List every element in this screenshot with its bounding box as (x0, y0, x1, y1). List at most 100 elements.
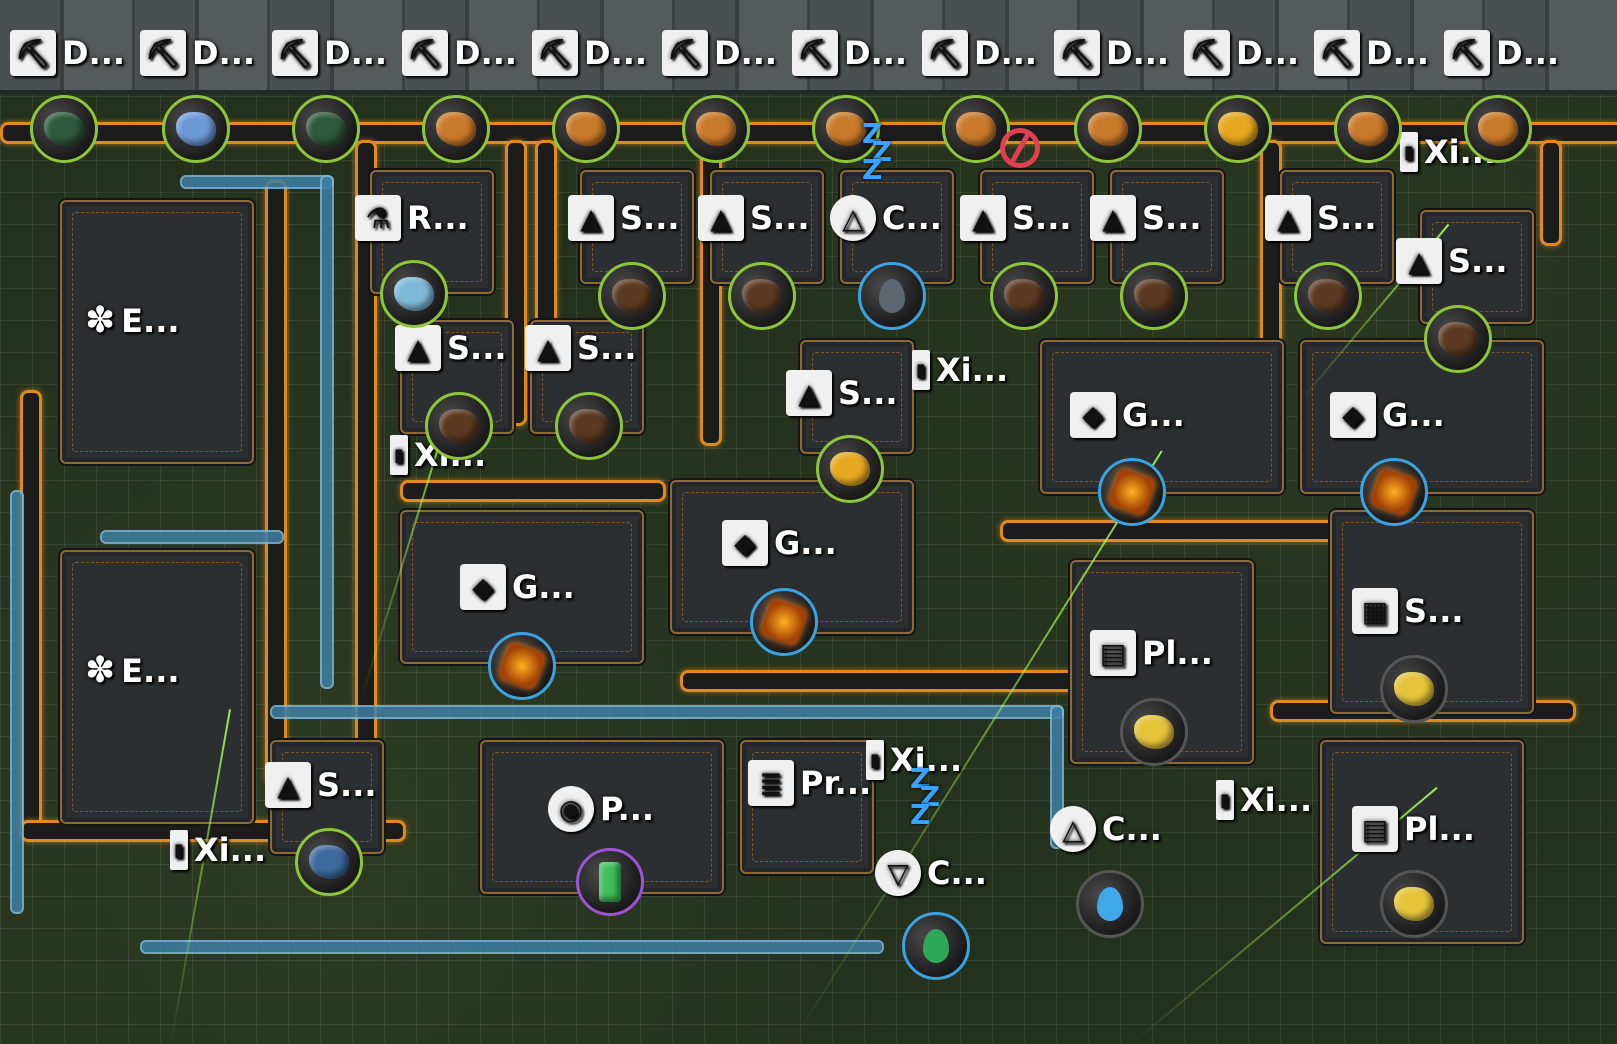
engine-machine[interactable] (60, 200, 254, 464)
copper-ore-icon (422, 95, 490, 163)
extractor-label[interactable]: ▮Xi... (912, 350, 1008, 390)
grinder-label[interactable]: ◆G... (1070, 392, 1185, 438)
grinder-label[interactable]: ◆G... (460, 564, 575, 610)
press-icon: ◉ (548, 786, 594, 832)
extractor-icon: ▮ (912, 350, 930, 390)
conveyor-belt (1540, 140, 1562, 246)
crystal-resource-icon (162, 95, 230, 163)
drill-icon: ⛏ (792, 30, 838, 76)
smelter-icon: ▲ (525, 325, 571, 371)
glowing-cube-icon (750, 588, 818, 656)
smelter-icon: ▲ (786, 370, 832, 416)
drill-label[interactable]: ⛏D... (792, 30, 907, 76)
storage-label[interactable]: ▦S... (1352, 588, 1464, 634)
coal-resource-icon (598, 262, 666, 330)
chem-label[interactable]: △C... (1050, 806, 1162, 852)
drill-label[interactable]: ⛏D... (1184, 30, 1299, 76)
smelter-icon: ▲ (960, 195, 1006, 241)
pine-resource-icon (1380, 655, 1448, 723)
extractor-label[interactable]: ▮Xi... (1216, 780, 1312, 820)
planter-label[interactable]: ▤Pl... (1090, 630, 1213, 676)
smelter-label[interactable]: ▲S... (525, 325, 637, 371)
copper-ore-icon (552, 95, 620, 163)
flask-icon: △ (1050, 806, 1096, 852)
smelter-icon: ▲ (1396, 238, 1442, 284)
conveyor-belt (1000, 520, 1346, 542)
flask-down-icon: ▽ (875, 850, 921, 896)
printer-machine[interactable] (740, 740, 874, 874)
cube-compress-icon: ◆ (722, 520, 768, 566)
smelter-label[interactable]: ▲S... (1090, 195, 1202, 241)
smelter-label[interactable]: ▲S... (786, 370, 898, 416)
drill-label[interactable]: ⛏D... (272, 30, 387, 76)
engine-label[interactable]: ✽E... (85, 650, 180, 691)
smelter-label[interactable]: ▲S... (698, 195, 810, 241)
smelter-icon: ▲ (1265, 195, 1311, 241)
smelter-icon: ▲ (1090, 195, 1136, 241)
smelter-label[interactable]: ▲S... (960, 195, 1072, 241)
grinder-label[interactable]: ◆G... (1330, 392, 1445, 438)
drill-label[interactable]: ⛏D... (662, 30, 777, 76)
refinery-icon: ⚗ (355, 195, 401, 241)
engine-label[interactable]: ✽E... (85, 300, 180, 341)
cube-compress-icon: ◆ (460, 564, 506, 610)
copper-ore-icon (1074, 95, 1142, 163)
drill-label[interactable]: ⛏D... (1054, 30, 1169, 76)
extractor-label[interactable]: ▮Xi... (170, 830, 266, 870)
extractor-icon: ▮ (170, 830, 188, 870)
fan-icon: ✽ (85, 300, 116, 341)
storage-icon: ▦ (1352, 588, 1398, 634)
printer-label[interactable]: ≣Pr... (748, 760, 871, 806)
drill-icon: ⛏ (272, 30, 318, 76)
extractor-icon: ▮ (1216, 780, 1234, 820)
extractor-icon: ▮ (390, 435, 408, 475)
smelter-label[interactable]: ▲S... (1265, 195, 1377, 241)
refinery-label[interactable]: ⚗R... (355, 195, 469, 241)
chem-label[interactable]: ▽C... (875, 850, 987, 896)
smelter-icon: ▲ (265, 762, 311, 808)
drill-label[interactable]: ⛏D... (1444, 30, 1559, 76)
planter-label[interactable]: ▤Pl... (1352, 806, 1475, 852)
drill-label[interactable]: ⛏D... (140, 30, 255, 76)
smelter-label[interactable]: ▲S... (568, 195, 680, 241)
green-fluid-icon (902, 912, 970, 980)
engine-machine[interactable] (60, 550, 254, 824)
planter-icon: ▤ (1352, 806, 1398, 852)
copper-ore-icon (1334, 95, 1402, 163)
smelter-icon: ▲ (568, 195, 614, 241)
crude-resource-icon (858, 262, 926, 330)
drill-icon: ⛏ (1184, 30, 1230, 76)
press-label[interactable]: ◉P... (548, 786, 654, 832)
chem-label[interactable]: △C... (830, 195, 942, 241)
fluid-pipe (270, 705, 1064, 719)
fluid-pipe (140, 940, 884, 954)
glowing-cube-icon (1360, 458, 1428, 526)
conveyor-belt (400, 480, 666, 502)
fluid-pipe (10, 490, 24, 914)
smelter-label[interactable]: ▲S... (395, 325, 507, 371)
smelter-label[interactable]: ▲S... (265, 762, 377, 808)
drill-icon: ⛏ (1314, 30, 1360, 76)
grinder-label[interactable]: ◆G... (722, 520, 837, 566)
cube-compress-icon: ◆ (1070, 392, 1116, 438)
drill-icon: ⛏ (140, 30, 186, 76)
printer-icon: ≣ (748, 760, 794, 806)
conveyor-belt (265, 180, 287, 786)
copper-ore-icon (942, 95, 1010, 163)
drill-icon: ⛏ (662, 30, 708, 76)
drill-icon: ⛏ (1054, 30, 1100, 76)
gold-ore-icon (1204, 95, 1272, 163)
drill-label[interactable]: ⛏D... (402, 30, 517, 76)
coal-resource-icon (1294, 262, 1362, 330)
smelter-label[interactable]: ▲S... (1396, 238, 1508, 284)
drill-label[interactable]: ⛏D... (532, 30, 647, 76)
drill-label[interactable]: ⛏D... (922, 30, 1037, 76)
coal-resource-icon (1424, 305, 1492, 373)
no-power-icon (1000, 128, 1040, 168)
drill-label[interactable]: ⛏D... (1314, 30, 1429, 76)
extractor-label[interactable]: ▮Xi... (866, 740, 962, 780)
drill-label[interactable]: ⛏D... (10, 30, 125, 76)
